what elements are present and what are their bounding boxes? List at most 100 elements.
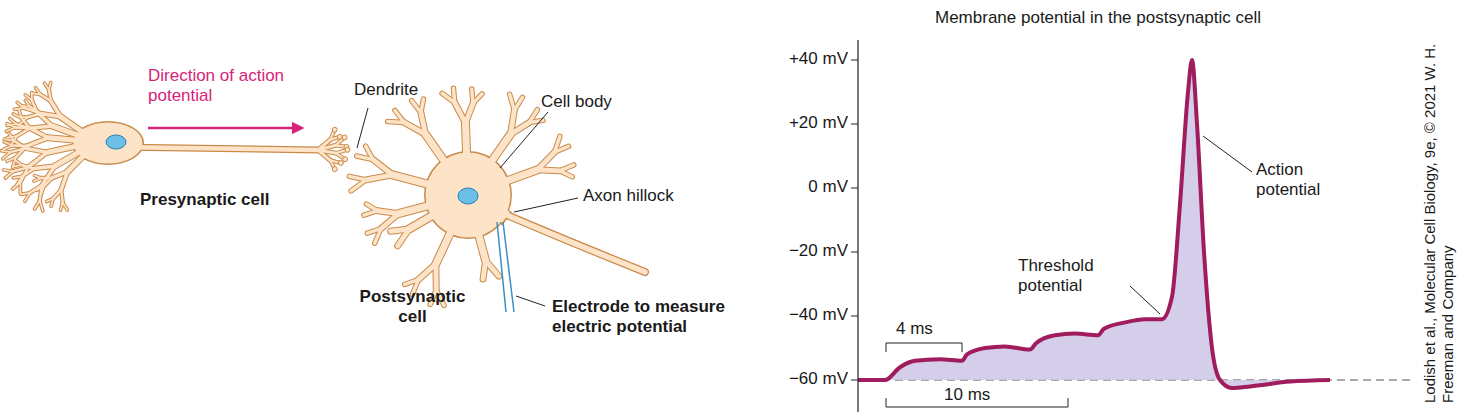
drawing-part — [378, 211, 399, 214]
tick — [851, 188, 858, 189]
axis-tick-label: −20 mV — [760, 241, 848, 261]
drawing-part — [35, 175, 41, 178]
drawing-part — [17, 128, 30, 136]
drawing-part — [61, 190, 62, 203]
drawing-part — [345, 147, 350, 152]
drawing-part — [6, 127, 15, 131]
drawing-part — [25, 148, 47, 152]
drawing-part — [349, 176, 365, 180]
drawing-part — [112, 147, 318, 150]
scale-bracket — [886, 343, 962, 352]
axis-tick-label: 0 mV — [760, 177, 848, 197]
drawing-part — [560, 171, 572, 177]
drawing-part — [378, 211, 399, 214]
potential-curve — [858, 60, 1330, 388]
part-name: Postsynaptic cell — [350, 287, 475, 328]
drawing-part — [504, 170, 538, 182]
drawing-part — [500, 212, 645, 272]
drawing-part — [436, 229, 452, 263]
part-name: Axon hillock — [583, 186, 703, 206]
drawing-part — [398, 205, 431, 214]
part-name: Cell body — [541, 92, 641, 112]
drawing-part — [112, 147, 318, 150]
drawing-part — [510, 94, 515, 110]
drawing-part — [395, 110, 404, 122]
drawing-part — [13, 182, 21, 189]
direction-arrow — [148, 127, 302, 130]
drawing-part — [17, 128, 30, 136]
drawing-part — [436, 229, 452, 263]
axis-tick-label: −60 mV — [760, 369, 848, 389]
drawing-part — [7, 157, 16, 161]
drawing-part — [30, 107, 41, 114]
drawing-part — [13, 182, 21, 189]
drawing-part — [418, 264, 435, 280]
drawing-part — [560, 171, 572, 177]
drawing-part — [49, 83, 51, 90]
drawing-part — [366, 204, 377, 211]
drawing-part — [514, 97, 522, 110]
drawing-part — [30, 126, 52, 128]
drawing-part — [483, 261, 486, 279]
graph-title: Membrane potential in the postsynaptic c… — [935, 8, 1261, 28]
drawing-part — [373, 160, 393, 175]
drawing-part — [366, 175, 393, 180]
drawing-part — [4, 170, 13, 171]
drawing-part — [478, 232, 486, 261]
drawing-part — [332, 127, 337, 132]
drawing-part — [27, 138, 49, 146]
drawing-part — [25, 148, 47, 152]
y-axis — [857, 40, 858, 412]
drawing-part — [381, 214, 399, 229]
drawing-part — [20, 117, 27, 123]
drawing-part — [426, 134, 447, 163]
drawing-part — [60, 203, 62, 211]
drawing-part — [5, 171, 13, 178]
drawing-part — [332, 167, 337, 172]
drawing-part — [1130, 286, 1160, 314]
nucleus — [106, 135, 126, 149]
part-name: Dendrite — [354, 80, 444, 100]
drawing-part — [3, 145, 12, 149]
drawing-part — [44, 83, 48, 89]
drawing-part — [393, 175, 432, 185]
drawing-part — [405, 280, 419, 285]
axis-tick-label: +40 mV — [760, 49, 848, 69]
drawing-part — [366, 146, 373, 159]
potential-area — [858, 60, 1330, 388]
part-name: Presynaptic cell — [140, 190, 300, 210]
drawing-part — [7, 136, 16, 137]
tick — [851, 380, 858, 381]
drawing-part — [4, 170, 13, 171]
annotation: Action potential — [1256, 160, 1366, 201]
drawing-part — [391, 229, 409, 231]
drawing-part — [455, 103, 466, 123]
drawing-part — [21, 193, 30, 195]
drawing-part — [16, 146, 27, 157]
drawing-part — [500, 112, 548, 168]
drawing-part — [47, 198, 54, 201]
drawing-part — [25, 95, 32, 101]
drawing-part — [465, 103, 473, 123]
neuron-fill — [1, 83, 645, 306]
drawing-part — [409, 214, 435, 229]
drawing-part — [343, 157, 348, 162]
drawing-part — [35, 201, 40, 209]
drawing-part — [61, 190, 62, 203]
drawing-part — [1, 151, 10, 152]
drawing-part — [27, 138, 49, 146]
drawing-part — [555, 146, 569, 152]
drawing-part — [15, 160, 21, 165]
drawing-part — [13, 176, 22, 178]
drawing-part — [516, 296, 545, 306]
drawing-part — [367, 229, 381, 233]
drawing-part — [34, 166, 55, 169]
drawing-part — [3, 145, 12, 149]
drawing-part — [465, 123, 466, 157]
graph — [851, 40, 1410, 412]
drawing-part — [10, 119, 17, 125]
drawing-part — [60, 203, 62, 211]
tick — [851, 60, 858, 61]
